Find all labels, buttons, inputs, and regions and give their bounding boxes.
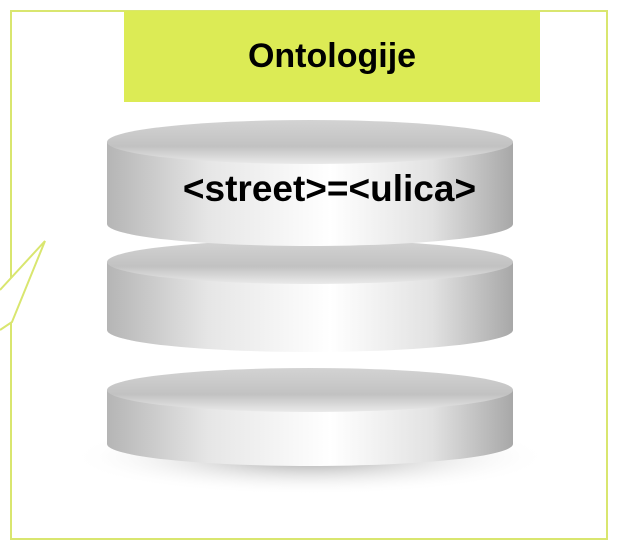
title-banner: Ontologije	[124, 11, 540, 102]
disk-middle	[107, 240, 513, 352]
database-stack-icon	[70, 120, 550, 495]
mapping-label: <street>=<ulica>	[182, 168, 477, 209]
disk-bottom	[107, 368, 513, 466]
disk-top	[107, 120, 513, 246]
diagram-title: Ontologije	[247, 37, 417, 75]
